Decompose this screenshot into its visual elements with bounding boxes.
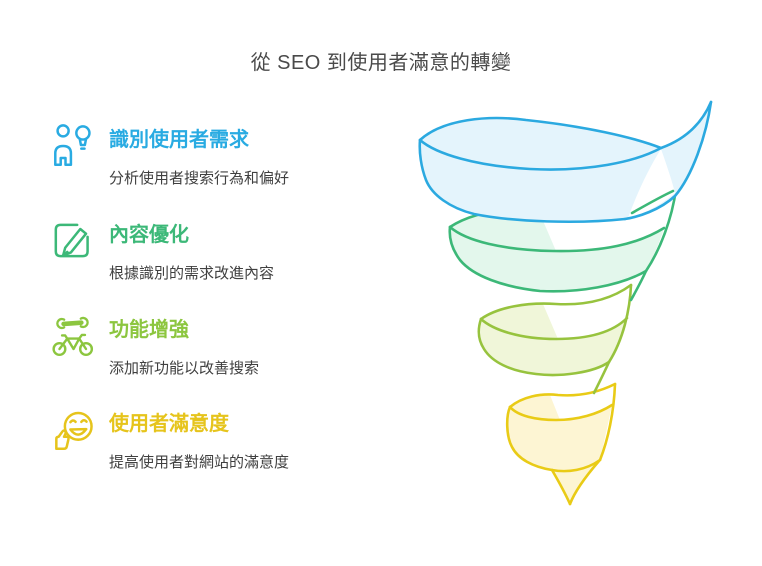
funnel-stage-1 <box>418 100 713 224</box>
user-idea-icon <box>50 121 96 171</box>
step-description: 根據識別的需求改進內容 <box>109 264 275 282</box>
bicycle-wrench-icon <box>50 311 96 361</box>
steps-list: 識別使用者需求 分析使用者搜索行為和偏好 內容優化 根據識別的需求改進內容 <box>50 121 390 500</box>
step-description: 提高使用者對網站的滿意度 <box>109 454 290 472</box>
step-description: 分析使用者搜索行為和偏好 <box>109 170 290 187</box>
step-title: 識別使用者需求 <box>109 129 249 151</box>
step-description: 添加新功能以改善搜索 <box>109 359 260 377</box>
funnel-stage-2-rim-segment <box>630 189 675 215</box>
step-title: 功能增強 <box>109 318 189 341</box>
conversion-funnel <box>398 92 762 528</box>
smiley-thumb-up-icon <box>50 405 96 455</box>
step-title: 使用者滿意度 <box>109 413 229 436</box>
funnel-stage-4 <box>505 382 617 506</box>
edit-pencil-icon <box>50 216 96 266</box>
funnel-stage-3 <box>477 283 633 395</box>
step-item-3: 功能增強 添加新功能以改善搜索 <box>50 311 390 379</box>
diagram-title: 從 SEO 到使用者滿意的轉變 <box>250 52 512 74</box>
step-item-2: 內容優化 根據識別的需求改進內容 <box>50 216 390 284</box>
step-item-4: 使用者滿意度 提高使用者對網站的滿意度 <box>50 405 390 473</box>
step-item-1: 識別使用者需求 分析使用者搜索行為和偏好 <box>50 121 390 189</box>
step-title: 內容優化 <box>109 223 189 246</box>
